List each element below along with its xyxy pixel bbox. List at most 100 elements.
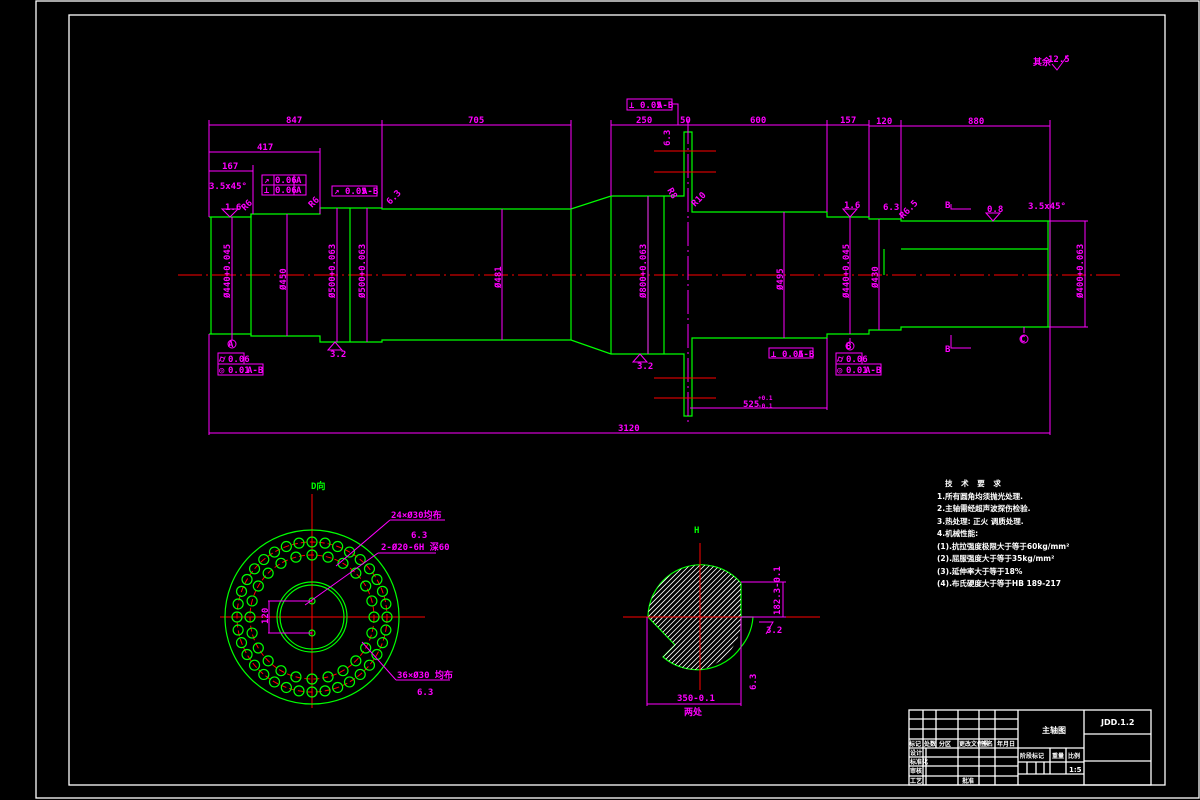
title-block-approve: 批准 [962, 777, 974, 785]
inner-frame [68, 14, 1166, 786]
hatch-line [648, 564, 726, 671]
view-d-note-36-holes: 36×Ø30 均布 [397, 669, 453, 681]
tech-req-item: (1).抗拉强度极限大于等于60kg/mm² [937, 541, 1070, 551]
bolt-hole [306, 536, 318, 548]
diameter-481: Ø481 [493, 266, 504, 289]
bolt-hole [376, 585, 389, 597]
roughness-6-3-flange: 6.3 [663, 130, 673, 146]
bolt-hole [241, 648, 253, 661]
bolt-hole [258, 668, 270, 681]
hatch-line [684, 564, 741, 671]
section-h-dim-width-note: 两处 [684, 706, 703, 718]
tech-req-item: 4.机械性能: [937, 529, 979, 538]
tolerance-value: 0.06 [275, 186, 297, 196]
bolt-hole [306, 673, 318, 685]
hatch-line [648, 564, 741, 671]
bolt-hole [319, 537, 331, 549]
bolt-hole [306, 686, 318, 698]
view-d-note-tapped-holes: 2-Ø20-6H 深60 [381, 541, 450, 553]
tech-req-item: 2.主轴需经超声波探伤检验. [937, 504, 1031, 513]
bolt-hole [368, 611, 380, 623]
cylindricity-icon: ⌭ [218, 355, 226, 365]
bolt-hole [376, 637, 389, 649]
title-block-checker: 审核 [910, 767, 922, 775]
hatch-line [648, 564, 686, 671]
dim-120: 120 [876, 117, 892, 127]
dim-600: 600 [750, 116, 766, 126]
hatch-line [648, 564, 696, 671]
bolt-hole [252, 580, 264, 592]
bolt-hole [319, 685, 331, 697]
bolt-hole [246, 595, 258, 607]
chamfer-right: 3.5x45° [1028, 202, 1066, 212]
hatch-line [699, 564, 741, 671]
bolt-hole [371, 573, 383, 586]
runout-icon: ↗ [264, 176, 269, 186]
hatch-line [648, 564, 681, 671]
hatch-line [664, 564, 741, 671]
tolerance-value: 0.01 [846, 366, 868, 376]
bolt-hole [380, 624, 392, 636]
hatch-line [694, 564, 741, 671]
roughness-1-6-right: 1.6 [844, 201, 860, 211]
tolerance-datum: A [296, 186, 302, 196]
datum-markers: A B C [227, 327, 1029, 352]
hatch-line [745, 560, 865, 680]
diameter-440-right: Ø440+0.045 [841, 244, 852, 299]
radius-r8: R8 [664, 187, 678, 201]
tolerance-datum: A [296, 176, 302, 186]
perpendicularity-icon: ⊥ [771, 350, 777, 360]
inner-hole-ring [244, 549, 380, 685]
bolt-hole [354, 668, 366, 681]
hatch-line [724, 564, 741, 671]
hatch-line [648, 564, 676, 671]
general-roughness-note: 其余 12.5 [1033, 54, 1070, 71]
bolt-hole [380, 598, 392, 610]
bolt-hole [360, 642, 372, 654]
tolerance-value: 0.06 [228, 355, 250, 365]
bolt-hole [258, 553, 270, 566]
hatch-line [648, 564, 671, 671]
bolt-hole [350, 567, 362, 579]
roughness-note-label: 其余 [1033, 56, 1052, 68]
bolt-hole [246, 627, 258, 639]
runout-icon: ↗ [334, 187, 339, 197]
datum-c: C [1020, 335, 1025, 345]
hatch-line [648, 564, 741, 671]
tolerance-frames: ↗ 0.06 A ⊥ 0.06 A ↗ 0.05 A-B ⊥ 0.05 A-B … [217, 98, 882, 376]
dim-flange-offset: 525 [743, 400, 759, 410]
roughness-6-3-right: 6.3 [883, 203, 899, 213]
dim-705: 705 [468, 116, 484, 126]
bolt-hole [332, 540, 344, 553]
dim-250: 250 [636, 116, 652, 126]
datum-b: B [846, 342, 852, 352]
title-block-grid [908, 709, 1152, 786]
bolt-hole [343, 546, 356, 558]
diameter-500b: Ø500+0.063 [357, 244, 368, 299]
concentricity-icon: ◎ [219, 366, 225, 376]
bolt-hole [363, 563, 376, 575]
tolerance-datum: A-B [247, 366, 264, 376]
top-dimensions [208, 120, 1051, 435]
hatch-line [520, 560, 640, 680]
cylindricity-icon: ⌭ [836, 355, 844, 365]
diameter-430: Ø430 [870, 266, 881, 289]
hatch-line [709, 564, 741, 671]
section-hatch [520, 560, 865, 680]
diameter-495: Ø495 [775, 268, 786, 291]
roughness-symbol-icon [1051, 54, 1069, 71]
title-block-designer: 设计 [910, 749, 922, 757]
view-d-title: D向 [311, 480, 325, 492]
hatch-line [739, 564, 741, 671]
bolt-hole [371, 648, 383, 661]
bolt-hole [322, 671, 334, 683]
bolt-hole [293, 537, 305, 549]
bolt-hole [337, 557, 349, 569]
diameter-400: Ø400+0.063 [1075, 244, 1086, 299]
title-block-part-name: 主轴图 [1042, 725, 1066, 735]
title-block-craft: 工艺 [910, 777, 922, 785]
hatch-line [648, 564, 651, 671]
bolt-hole [290, 551, 302, 563]
dim-flange-tol-upper: +0.1 [758, 395, 773, 402]
